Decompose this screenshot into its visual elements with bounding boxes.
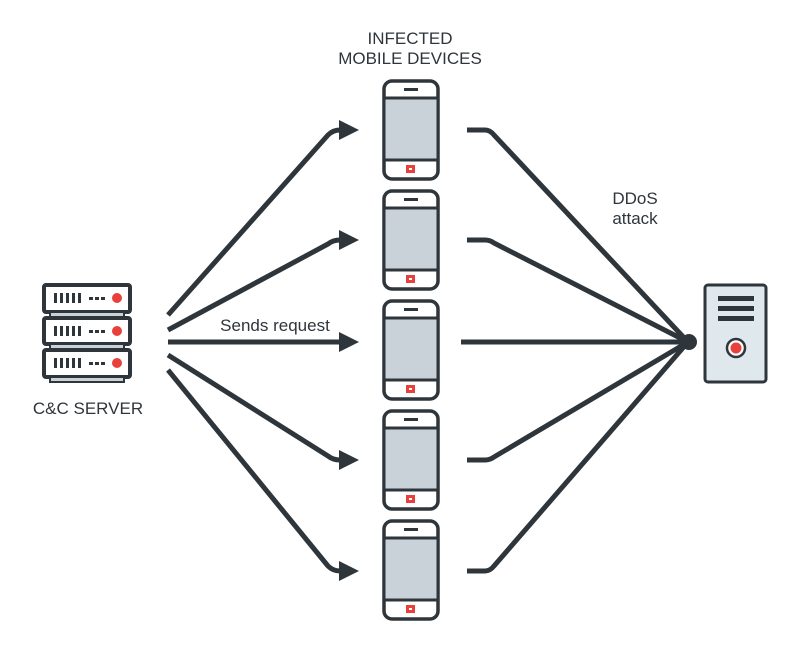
speaker-icon <box>404 88 418 91</box>
mobile-device-icon <box>382 79 440 181</box>
server-unit <box>42 348 132 383</box>
target-server-icon <box>703 283 768 384</box>
attack-line-1 <box>467 127 690 344</box>
mobile-device-icon <box>382 519 440 621</box>
server-unit <box>42 316 132 350</box>
speaker-icon <box>404 418 418 421</box>
server-label: C&C SERVER <box>32 399 144 418</box>
request-arrow-2 <box>166 230 359 333</box>
ddos-label: DDoS attack <box>590 189 680 229</box>
mobile-device-icon <box>382 189 440 291</box>
attack-line-4 <box>467 339 690 463</box>
speaker-icon <box>404 528 418 531</box>
speaker-icon <box>404 308 418 311</box>
ddos-label-line2: attack <box>612 209 658 228</box>
ddos-label-line1: DDoS <box>612 189 658 208</box>
devices-title: INFECTED MOBILE DEVICES <box>300 29 520 69</box>
speaker-icon <box>404 198 418 201</box>
request-arrow-5 <box>166 368 359 581</box>
mobile-device-icon <box>382 409 440 511</box>
server-unit <box>42 283 132 318</box>
server-icon <box>42 283 132 383</box>
request-label: Sends request <box>220 316 330 335</box>
request-arrow-1 <box>166 120 359 317</box>
request-arrow-4 <box>166 352 359 470</box>
devices-title-line1: INFECTED <box>367 29 453 48</box>
attack-line-5 <box>467 340 690 574</box>
devices-title-line2: MOBILE DEVICES <box>338 49 482 68</box>
mobile-device-icon <box>382 299 440 401</box>
attack-junction <box>681 334 697 350</box>
attack-line-2 <box>467 237 690 345</box>
